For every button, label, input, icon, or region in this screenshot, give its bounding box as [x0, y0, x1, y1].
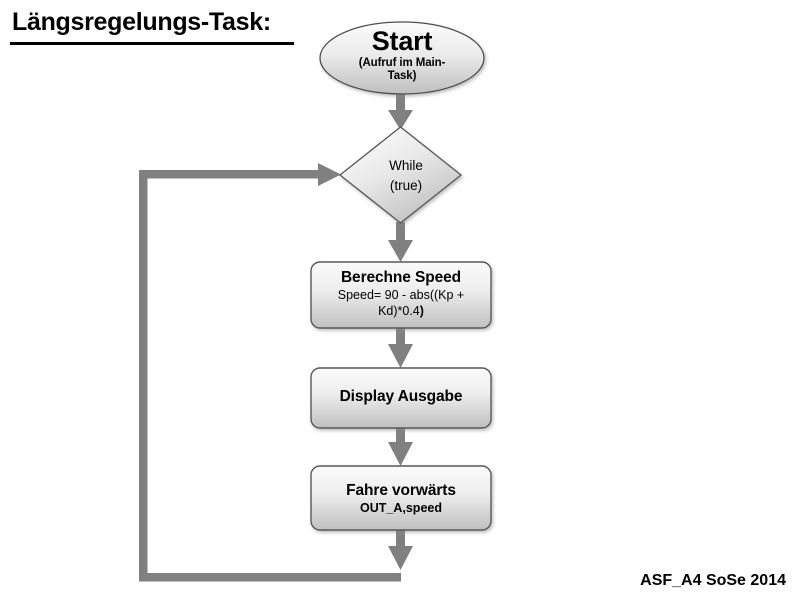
edge-while-to-berechne	[388, 222, 413, 262]
edge-display-to-fahre	[388, 426, 413, 466]
title-underline	[10, 42, 294, 45]
page-title: Längsregelungs-Task:	[12, 8, 271, 36]
node-display-ausgabe-shape	[310, 367, 492, 429]
node-berechne-speed-shape	[310, 261, 492, 329]
node-fahre-vorwaerts-shape	[310, 465, 492, 531]
edge-start-to-while	[388, 88, 413, 130]
footer-note: ASF_A4 SoSe 2014	[640, 572, 786, 589]
node-while-shape	[338, 126, 463, 224]
node-start-shape	[319, 21, 485, 95]
edge-fahre-to-loop	[388, 530, 413, 570]
edge-berechne-to-display	[388, 328, 413, 368]
edge-loop-return	[139, 163, 401, 582]
